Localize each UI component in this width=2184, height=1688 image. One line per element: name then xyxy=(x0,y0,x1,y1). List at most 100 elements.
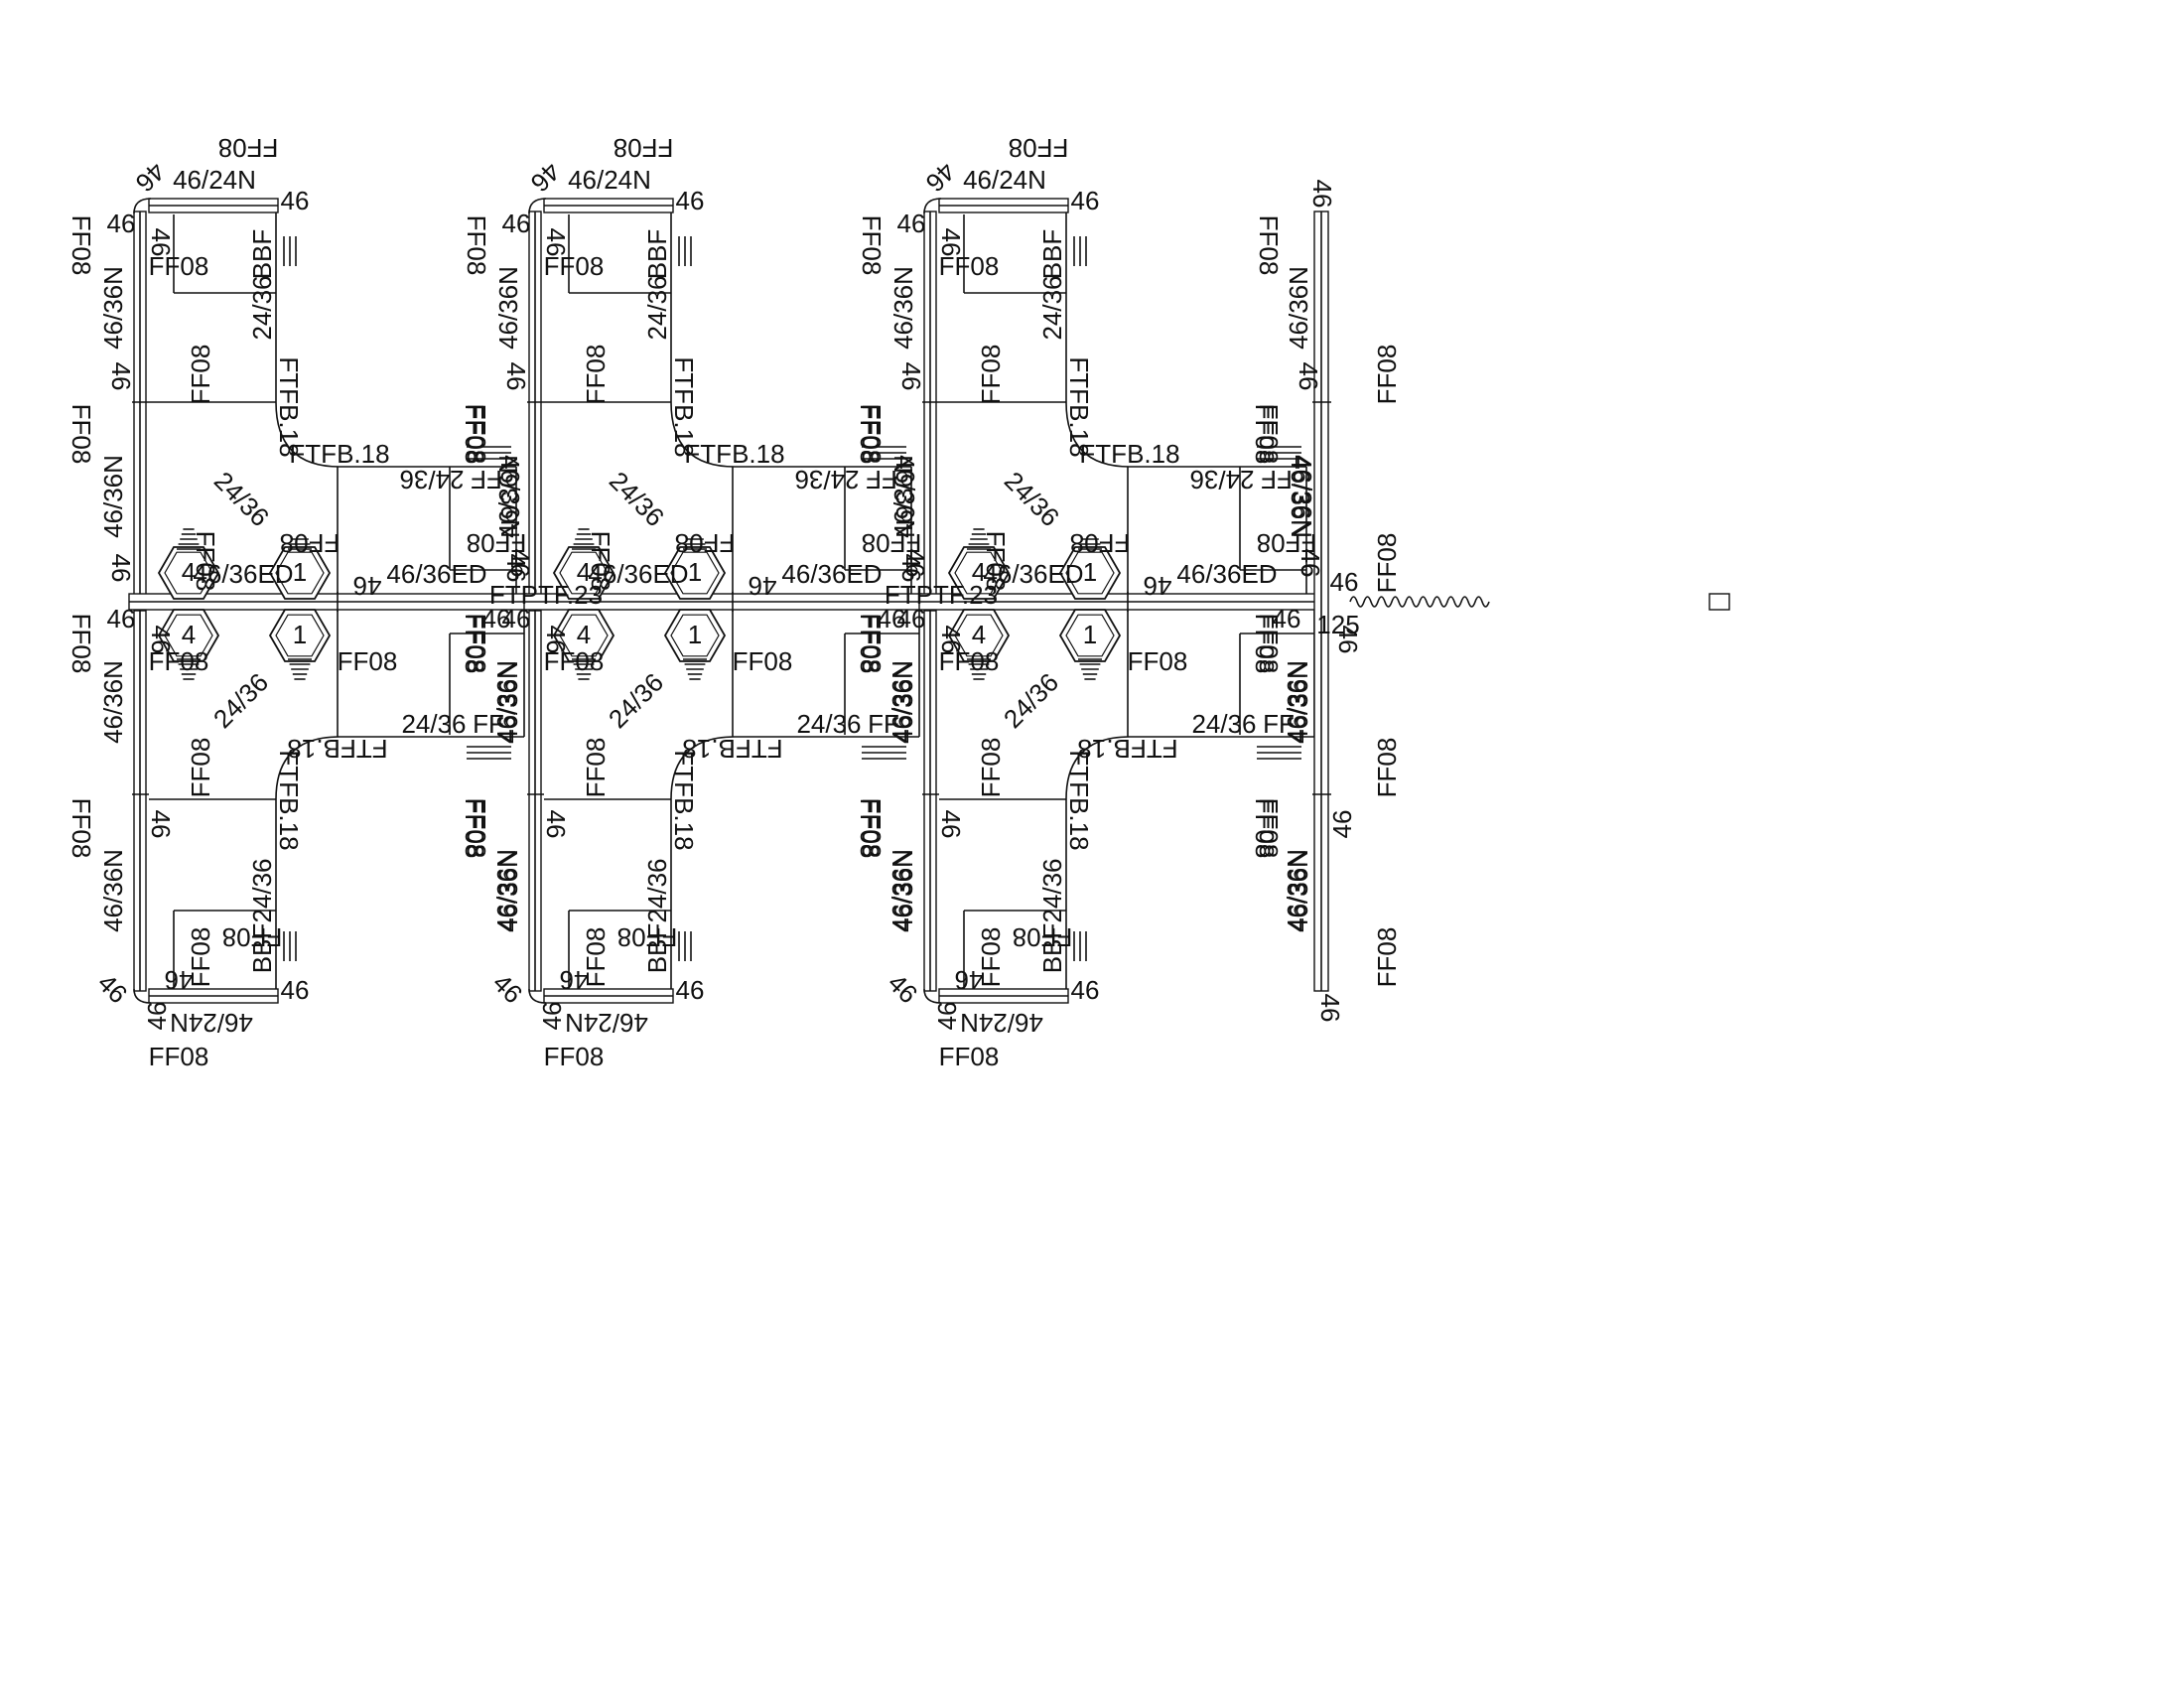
label-worksurface-24-36-diag: 24/36 xyxy=(999,466,1065,532)
corner-curve xyxy=(133,198,152,214)
label-panel-46: 46 xyxy=(936,626,966,654)
label-worksurface-24-36-diag: 24/36 xyxy=(603,667,669,734)
label-ftfb: FTFB.18 xyxy=(287,734,387,764)
label-panel-46: 46 xyxy=(676,186,705,215)
outlet-hex-inner xyxy=(670,551,720,595)
outlet-hex-inner xyxy=(275,551,325,595)
label-ff08: FF08 xyxy=(1372,345,1402,405)
label-panel-46: 46 xyxy=(1296,549,1325,578)
label-ff08: FF08 xyxy=(855,614,885,674)
corner-curve xyxy=(923,988,942,1004)
label-ff: FF xyxy=(868,709,899,739)
outlet-number: 4 xyxy=(972,557,986,587)
label-worksurface-24-36: 24/36 xyxy=(642,858,672,922)
label-worksurface-24-36-diag: 24/36 xyxy=(998,667,1064,734)
label-panel-46-36n: 46/36N xyxy=(493,660,523,744)
worksurface-corner xyxy=(275,401,341,468)
label-ff08-outside: FF08 xyxy=(67,798,96,859)
outlet-number: 4 xyxy=(182,557,196,587)
corner-curve xyxy=(528,988,547,1004)
label-ftfb: FTFB.18 xyxy=(1079,439,1179,469)
label-ff08: FF08 xyxy=(1254,614,1284,674)
label-ff08: FF08 xyxy=(186,927,215,988)
label-worksurface-24-36: 24/36 xyxy=(401,709,466,739)
label-ff08: FF08 xyxy=(1372,533,1402,594)
label-worksurface-24-36: 24/36 xyxy=(1037,275,1067,340)
label-panel-46-corner: 46 xyxy=(525,157,567,199)
label-bbf: BBF xyxy=(642,229,672,280)
outlet-1-upper: 1 xyxy=(1058,546,1122,600)
label-panel-46: 46 xyxy=(482,604,511,633)
label-panel-46: 46 xyxy=(896,362,926,391)
label-panel-46: 46 xyxy=(142,1002,172,1031)
label-bbf: BBF xyxy=(247,229,277,280)
label-panel-46: 46 xyxy=(1071,186,1100,215)
label-ff08: FF08 xyxy=(149,251,209,281)
label-panel-46: 46 xyxy=(932,1002,962,1031)
label-ff08: FF08 xyxy=(976,738,1006,798)
label-panel-46: 46 xyxy=(897,604,926,633)
label-panel-46-36n: 46/36N xyxy=(98,455,128,538)
outlet-ground-hatch xyxy=(967,528,991,550)
label-ff08: FF08 xyxy=(581,738,611,798)
outlet-ground-hatch xyxy=(177,528,201,550)
label-ff08: FF08 xyxy=(939,646,1000,676)
label-panel-46: 46 xyxy=(106,554,136,583)
outlet-4-lower: 4 xyxy=(157,609,220,662)
outlet-hex-outer xyxy=(268,609,332,662)
label-ff08-bottom: FF08 xyxy=(149,1042,209,1071)
outlet-4-upper: 4 xyxy=(157,546,220,600)
label-worksurface-24-36: 24/36 xyxy=(1037,858,1067,922)
label-panel-46: 46 xyxy=(1333,626,1363,654)
label-ftfb: FTFB.18 xyxy=(684,439,784,469)
label-ff08: FF08 xyxy=(581,345,611,405)
outlet-number: 4 xyxy=(577,557,591,587)
outlet-hex-inner xyxy=(559,614,609,657)
label-panel-46: 46 xyxy=(955,965,984,995)
label-ff08-outside: FF08 xyxy=(462,215,491,276)
label-panel-46: 46 xyxy=(107,209,136,238)
label-worksurface-24-36: 24/36 xyxy=(399,465,464,494)
worksurface-corner xyxy=(1065,736,1131,800)
label-ff08: FF08 xyxy=(581,927,611,988)
outlet-ground-hatch xyxy=(288,538,312,550)
label-ff08-outside: FF08 xyxy=(462,404,491,465)
label-panel-46: 46 xyxy=(107,604,136,633)
label-panel-46: 46 xyxy=(1327,810,1357,839)
label-ff08: FF08 xyxy=(862,528,922,558)
label-ff: FF xyxy=(471,465,502,494)
outlet-1-lower: 1 xyxy=(663,609,727,662)
label-bbf: BBF xyxy=(1037,229,1067,280)
outlet-hex-inner xyxy=(164,551,213,595)
label-panel-46-36n: 46/36N xyxy=(98,266,128,350)
label-ff08: FF08 xyxy=(617,922,678,952)
label-ff08: FF08 xyxy=(280,528,341,558)
label-ff08-outside: FF08 xyxy=(1250,404,1280,465)
label-worksurface-24-36: 24/36 xyxy=(247,858,277,922)
label-panel-46: 46 xyxy=(541,810,571,839)
label-panel-46: 46 xyxy=(146,228,176,257)
worksurface-corner xyxy=(1065,401,1131,468)
label-panel-46-36n: 46/36N xyxy=(98,849,128,932)
label-panel-46-24n-bottom: 46/24N xyxy=(960,1008,1043,1038)
label-ff08-outside: FF08 xyxy=(67,614,96,674)
label-ff08: FF08 xyxy=(1128,646,1188,676)
label-ftptf: FTPTF.23 xyxy=(885,580,998,610)
outlet-hex-outer xyxy=(552,546,615,600)
outlet-ground-hatch xyxy=(177,658,201,680)
label-panel-46-36n: 46/36N xyxy=(491,849,521,932)
label-ff08: FF08 xyxy=(467,528,527,558)
label-ff08: FF08 xyxy=(976,345,1006,405)
label-ftfb: FTFB.18 xyxy=(669,356,699,457)
label-ftfb: FTFB.18 xyxy=(1077,734,1177,764)
outlet-hex-outer xyxy=(157,609,220,662)
label-panel-46: 46 xyxy=(749,571,777,601)
label-ff08-top: FF08 xyxy=(614,133,674,163)
label-panel-46: 46 xyxy=(1307,180,1337,209)
label-panel-46-corner: 46 xyxy=(130,157,172,199)
label-worksurface-24-36: 24/36 xyxy=(796,709,861,739)
